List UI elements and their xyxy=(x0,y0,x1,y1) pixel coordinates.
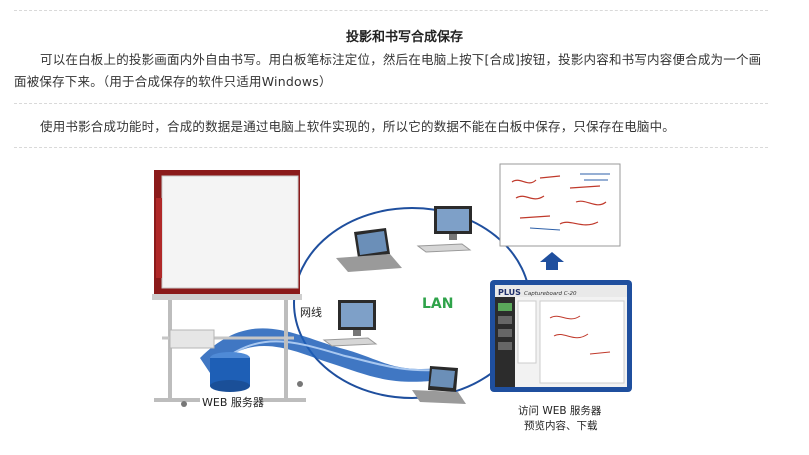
label-access-line1: 访问 WEB 服务器 xyxy=(518,404,602,417)
label-web-server: WEB 服务器 xyxy=(202,396,264,409)
network-cable-highlight xyxy=(219,340,439,372)
desktop-middle-icon xyxy=(322,300,378,347)
label-cable: 网线 xyxy=(300,305,322,319)
laptop-left-icon xyxy=(336,228,402,272)
software-screen: PLUS Captureboard C-20 xyxy=(490,280,632,392)
section-heading: 投影和书写合成保存 xyxy=(345,30,463,45)
paragraph-storage-note: 使用书影合成功能时，合成的数据是通过电脑上软件实现的，所以它的数据不能在白板中保… xyxy=(40,119,676,134)
electronic-whiteboard xyxy=(152,170,306,407)
network-cable xyxy=(200,328,440,382)
label-access-line2: 预览内容、下载 xyxy=(524,419,598,432)
laptop-bottom-icon xyxy=(412,366,466,404)
desktop-top-icon xyxy=(416,206,472,253)
captured-whiteboard-image xyxy=(499,163,621,247)
screen-brand: PLUS xyxy=(498,288,521,297)
paragraph-composite-save: 可以在白板上的投影画面内外自由书写。用白板笔标注定位，然后在电脑上按下[合成]按… xyxy=(14,52,762,89)
divider-middle xyxy=(14,103,768,104)
web-server-icon xyxy=(210,352,250,392)
network-diagram: WEB 服务器 网线 LAN xyxy=(152,163,632,432)
divider-top xyxy=(14,10,768,11)
screen-product: Captureboard C-20 xyxy=(524,291,577,297)
label-lan: LAN xyxy=(422,296,453,312)
divider-bottom xyxy=(14,147,768,148)
upload-arrow-icon xyxy=(540,252,564,270)
